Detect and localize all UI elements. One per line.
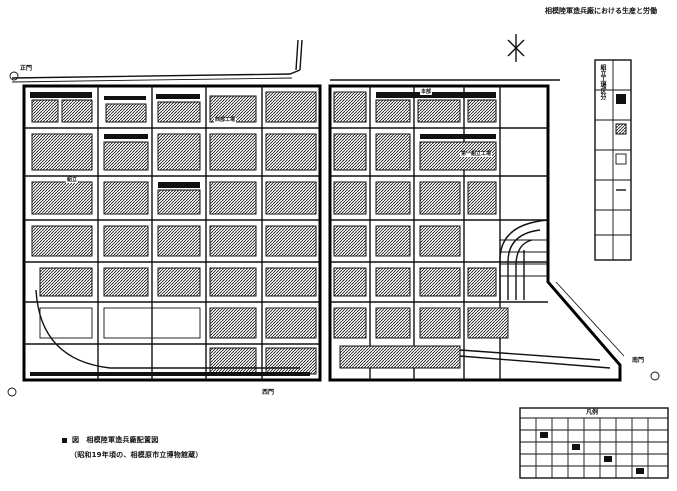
gate-label-bottom: 西門	[262, 389, 275, 396]
figure-caption-line1: 図 相模陸軍造兵廠配置図	[72, 436, 159, 444]
rail-spur-west	[35, 289, 300, 369]
east-buildings	[333, 91, 509, 369]
label-hq: 本部	[420, 89, 433, 95]
figure-caption-line2: （昭和19年頃の、相模原市立博物館蔵）	[70, 451, 203, 459]
label-assembly: 組立	[66, 177, 79, 183]
west-buildings	[30, 91, 317, 376]
gate-marker-left	[9, 71, 19, 81]
label-west-factory: 西部工場	[214, 117, 237, 123]
legend-right-label: 組立工場区分	[599, 64, 606, 100]
label-first-assembly: 第一組立工場	[460, 151, 493, 157]
page-title: 相模陸軍造兵廠における生産と労働	[545, 7, 657, 15]
gate-marker-right	[650, 371, 660, 381]
legend-table-title: 凡例	[586, 409, 599, 416]
north-arrow-icon	[507, 34, 525, 62]
legend-table-bottom	[519, 407, 669, 479]
west-grid	[24, 86, 320, 380]
gate-label-left: 正門	[20, 65, 33, 72]
legend-box-right	[594, 59, 632, 261]
west-compound-boundary	[22, 84, 322, 382]
caption-bullet	[62, 438, 67, 443]
gate-label-right: 南門	[632, 357, 645, 364]
rail-sidings-east	[459, 219, 611, 369]
east-grid	[330, 86, 548, 380]
east-compound-boundary	[328, 84, 622, 382]
top-road	[11, 39, 560, 81]
gate-marker-bottom-left	[7, 387, 17, 397]
